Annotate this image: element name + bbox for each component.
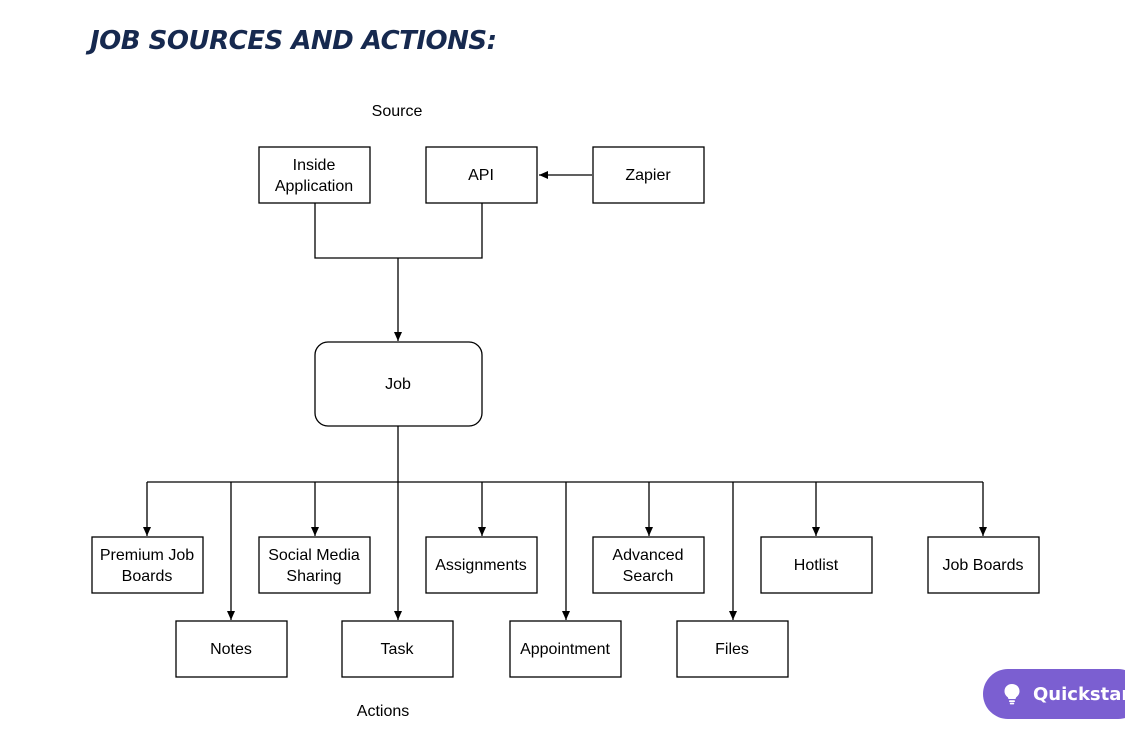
node-label: Advanced <box>612 547 683 564</box>
page-title: JOB SOURCES AND ACTIONS: <box>90 26 497 56</box>
node-notes: Notes <box>175 620 288 678</box>
action-connectors <box>143 426 987 620</box>
node-label: Sharing <box>286 568 341 585</box>
node-appointment: Appointment <box>509 620 622 678</box>
node-label: Search <box>623 568 674 585</box>
node-job: Job <box>314 341 483 427</box>
node-label: Application <box>275 178 353 195</box>
node-label: Premium Job <box>100 547 194 564</box>
node-assignments: Assignments <box>425 536 538 594</box>
node-zapier: Zapier <box>592 146 705 204</box>
node-label: Hotlist <box>794 557 839 574</box>
node-label: Appointment <box>520 641 610 658</box>
node-label: Task <box>381 641 415 658</box>
node-label: Files <box>715 641 749 658</box>
source-connectors <box>314 171 592 341</box>
node-label: API <box>468 167 494 184</box>
quickstart-label: Quickstart <box>1033 683 1125 705</box>
actions-caption: Actions <box>357 703 409 720</box>
node-label: Job <box>385 376 411 393</box>
node-label: Social Media <box>268 547 360 564</box>
node-hotlist: Hotlist <box>760 536 873 594</box>
lightbulb-icon <box>1003 683 1021 705</box>
node-premium-job-boards: Premium Job Boards <box>91 536 204 594</box>
source-caption: Source <box>372 103 423 120</box>
node-inside-application: Inside Application <box>258 146 371 204</box>
node-label: Inside <box>293 157 336 174</box>
quickstart-button[interactable]: Quickstart <box>983 669 1125 719</box>
node-job-boards: Job Boards <box>927 536 1040 594</box>
node-label: Job Boards <box>943 557 1024 574</box>
node-files: Files <box>676 620 789 678</box>
node-api: API <box>425 146 538 204</box>
node-social-media-sharing: Social Media Sharing <box>258 536 371 594</box>
node-label: Zapier <box>625 167 671 184</box>
node-task: Task <box>341 620 454 678</box>
sources-merge-line <box>314 203 483 259</box>
node-label: Assignments <box>435 557 527 574</box>
node-advanced-search: Advanced Search <box>592 536 705 594</box>
node-label: Notes <box>210 641 252 658</box>
node-label: Boards <box>122 568 173 585</box>
